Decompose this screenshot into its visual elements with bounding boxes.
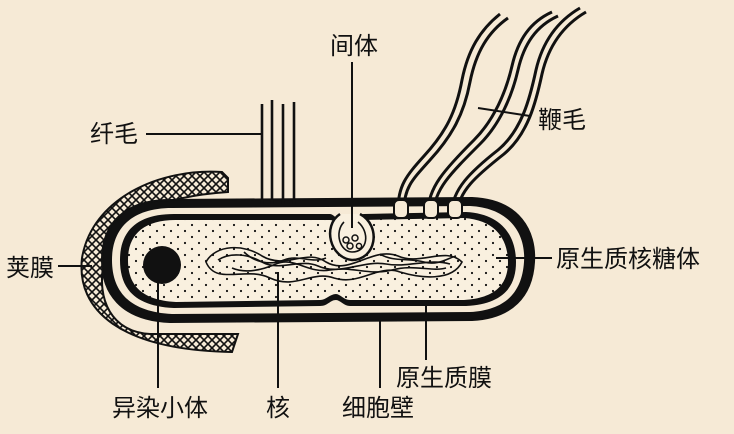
label-capsule: 荚膜 [6,254,54,282]
flagella [396,6,587,213]
leader-lines [58,62,552,388]
metachromatic-granule [143,246,181,284]
label-plasma-membrane: 原生质膜 [396,364,492,392]
label-pili: 纤毛 [90,120,138,148]
label-nucleus: 核 [266,394,290,422]
label-flagella: 鞭毛 [538,106,586,134]
label-metachromatic-granule: 异染小体 [112,394,208,422]
flagellum-bases [393,199,463,219]
nucleoid [205,246,463,283]
pili [260,100,296,204]
label-mesosome: 间体 [330,32,378,60]
label-cell-wall: 细胞壁 [342,394,414,422]
mesosome [328,212,375,262]
label-ribosome: 原生质核糖体 [556,245,700,273]
